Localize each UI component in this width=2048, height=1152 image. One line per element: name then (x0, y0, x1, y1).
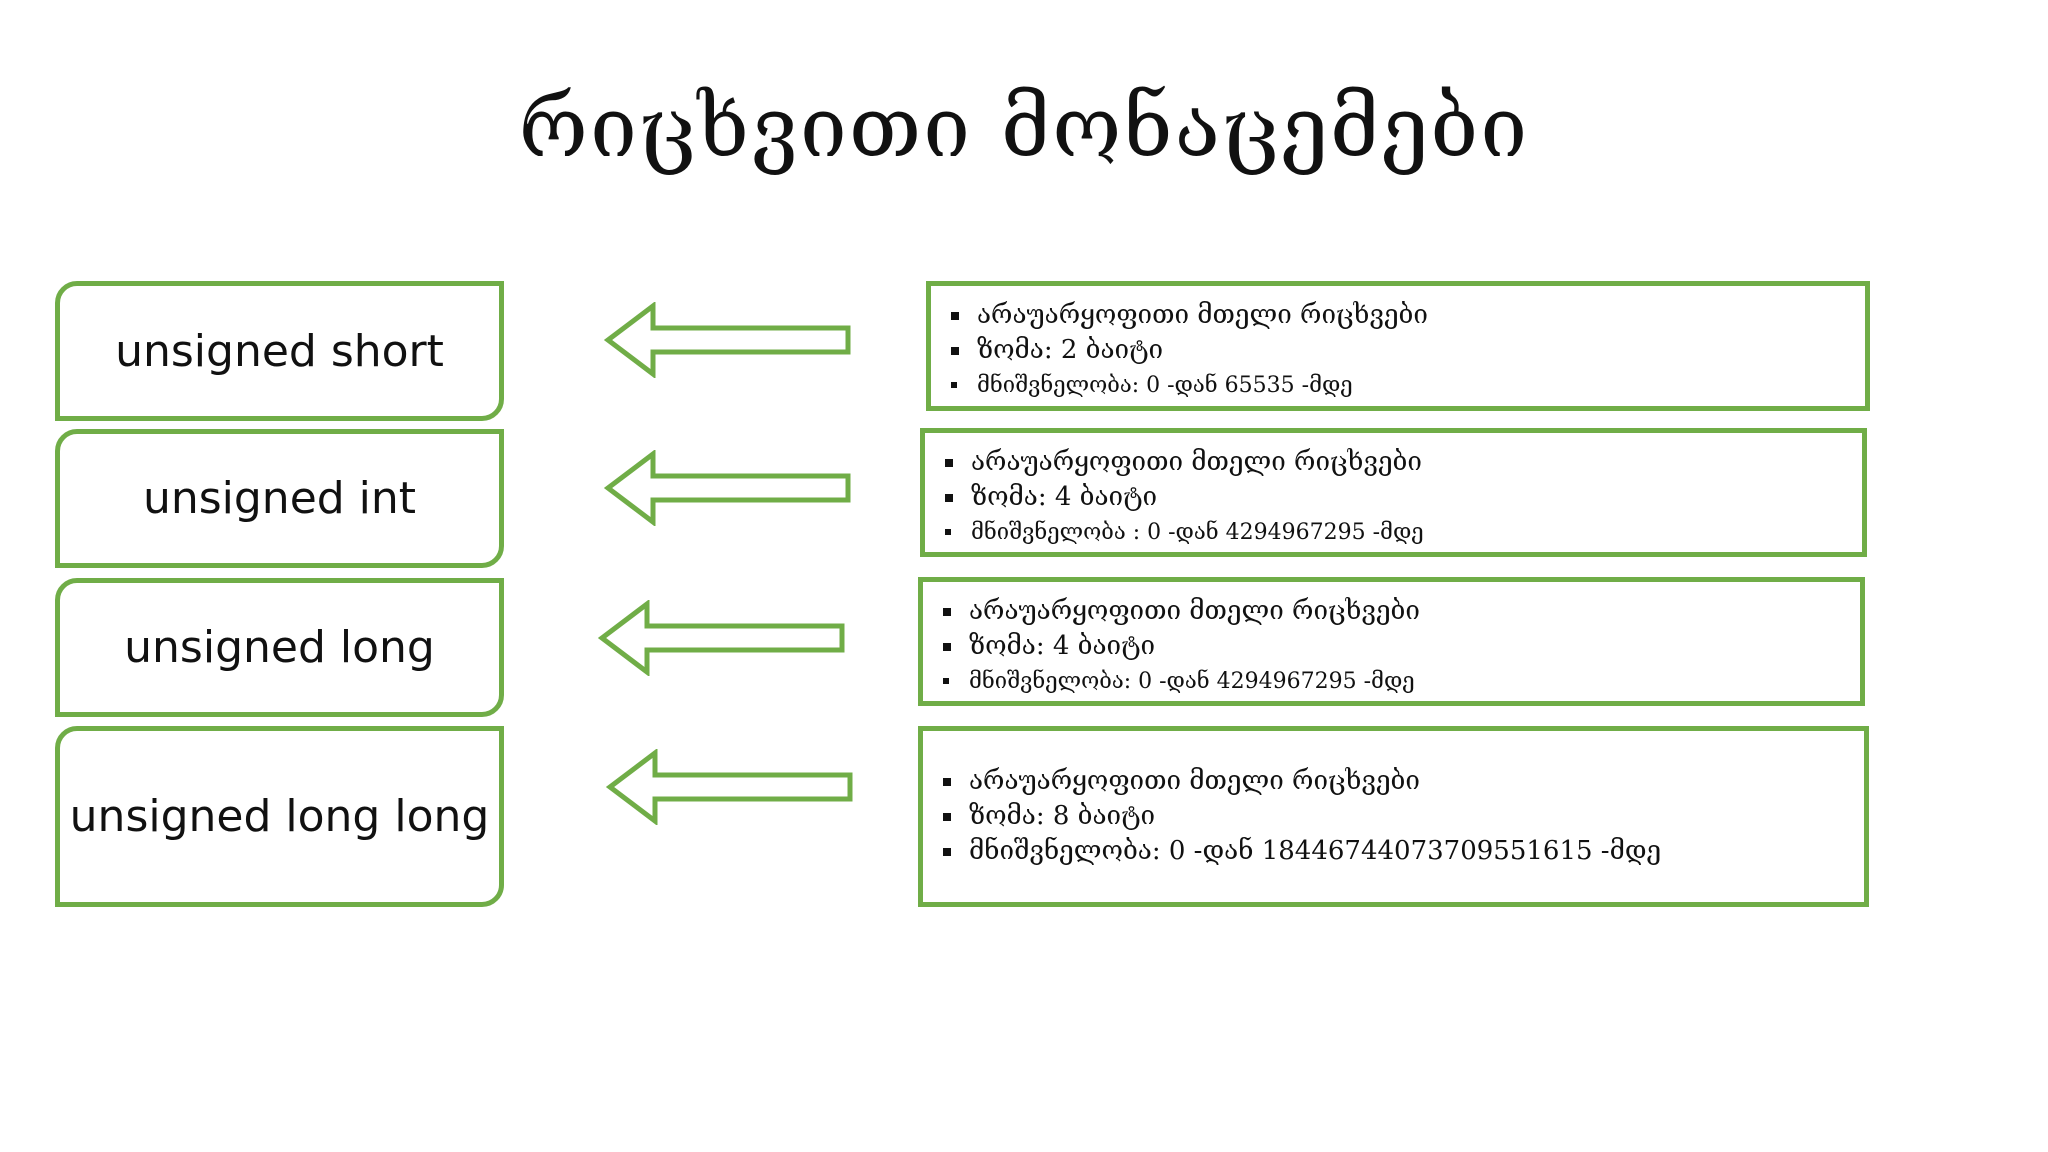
info-list: არაუარყოფითი მთელი რიცხვები ზომა: 4 ბაიტ… (933, 594, 1860, 699)
info-box-unsigned-short: არაუარყოფითი მთელი რიცხვები ზომა: 2 ბაიტ… (926, 281, 1870, 411)
type-label: unsigned long long (69, 791, 490, 842)
type-box-unsigned-int: unsigned int (55, 429, 504, 568)
info-size: ზომა: 8 ბაიტი (933, 799, 1864, 834)
type-box-unsigned-long: unsigned long (55, 578, 504, 717)
left-arrow-icon (603, 302, 851, 378)
info-list: არაუარყოფითი მთელი რიცხვები ზომა: 8 ბაიტ… (933, 764, 1864, 869)
info-list: არაუარყოფითი მთელი რიცხვები ზომა: 4 ბაიტ… (935, 445, 1862, 550)
info-size: ზომა: 4 ბაიტი (935, 480, 1862, 515)
info-size: ზომა: 4 ბაიტი (933, 629, 1860, 664)
info-range: მნიშვნელობა: 0 -დან 18446744073709551615… (933, 834, 1864, 869)
info-range: მნიშვნელობა : 0 -დან 4294967295 -მდე (935, 515, 1862, 550)
info-box-unsigned-long: არაუარყოფითი მთელი რიცხვები ზომა: 4 ბაიტ… (918, 577, 1865, 706)
info-description: არაუარყოფითი მთელი რიცხვები (935, 445, 1862, 480)
info-box-unsigned-long-long: არაუარყოფითი მთელი რიცხვები ზომა: 8 ბაიტ… (918, 726, 1869, 907)
type-label: unsigned short (115, 325, 444, 377)
info-range: მნიშვნელობა: 0 -დან 65535 -მდე (941, 368, 1865, 403)
left-arrow-icon (597, 600, 845, 676)
info-list: არაუარყოფითი მთელი რიცხვები ზომა: 2 ბაიტ… (941, 298, 1865, 403)
left-arrow-icon (603, 450, 851, 526)
left-arrow-icon (605, 749, 853, 825)
type-label: unsigned long (124, 622, 435, 673)
slide-title: რიცხვითი მონაცემები (518, 78, 1530, 176)
info-description: არაუარყოფითი მთელი რიცხვები (941, 298, 1865, 333)
info-range: მნიშვნელობა: 0 -დან 4294967295 -მდე (933, 664, 1860, 699)
info-description: არაუარყოფითი მთელი რიცხვები (933, 594, 1860, 629)
info-box-unsigned-int: არაუარყოფითი მთელი რიცხვები ზომა: 4 ბაიტ… (920, 428, 1867, 557)
type-box-unsigned-long-long: unsigned long long (55, 726, 504, 907)
info-description: არაუარყოფითი მთელი რიცხვები (933, 764, 1864, 799)
info-size: ზომა: 2 ბაიტი (941, 333, 1865, 368)
type-label: unsigned int (142, 473, 417, 524)
type-box-unsigned-short: unsigned short (55, 281, 504, 421)
